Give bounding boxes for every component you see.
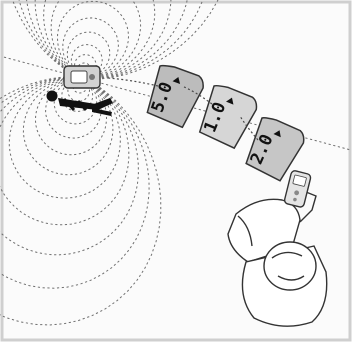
buried-transmitter-icon <box>64 66 100 88</box>
